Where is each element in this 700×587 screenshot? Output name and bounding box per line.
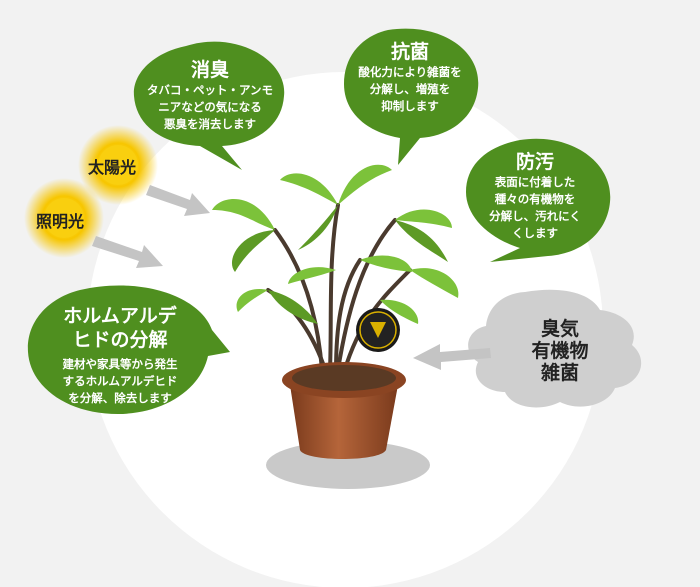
smell-organic: 有機物 — [531, 340, 589, 362]
deodorize-bubble — [133, 41, 285, 170]
formaldehyde-bubble — [27, 285, 231, 414]
smell-odor: 臭気 — [540, 318, 579, 340]
sun-icon — [24, 178, 104, 258]
deodorize-title: 消臭 — [190, 59, 229, 81]
arrow-icon — [413, 344, 491, 370]
sun-icon — [78, 125, 158, 205]
antifouling-body-line: 種々の有機物を — [494, 192, 576, 206]
antifouling-body-line: くします — [512, 226, 558, 240]
formaldehyde-body-line: 建材や家具等から発生 — [62, 357, 178, 371]
antibacterial-title: 抗菌 — [390, 41, 429, 63]
sunlight-label: 太陽光 — [88, 158, 137, 177]
antibacterial-text: 抗菌 酸化力により雑菌を 分解し、増殖を 抑制します — [345, 40, 475, 115]
formaldehyde-title-line: ホルムアルデ — [63, 305, 177, 327]
potted-plant-icon — [212, 164, 459, 324]
antibacterial-body-line: 抑制します — [381, 99, 439, 113]
antibacterial-bubble — [344, 28, 479, 166]
formaldehyde-body-line: するホルムアルデヒド — [62, 374, 178, 388]
deodorize-body-line: 悪臭を消去します — [164, 117, 256, 131]
formaldehyde-title-line: ヒドの分解 — [72, 329, 168, 351]
pot — [282, 362, 406, 459]
antibacterial-body-line: 分解し、増殖を — [369, 82, 451, 96]
smell-text: 臭気 有機物 雑菌 — [510, 318, 610, 384]
deodorize-text: 消臭 タバコ・ペット・アンモ ニアなどの気になる 悪臭を消去します — [140, 58, 280, 133]
arrow-icon — [92, 236, 163, 268]
antifouling-text: 防汚 表面に付着した 種々の有機物を 分解し、汚れにく くします — [470, 150, 600, 242]
photocatalyst-badge-icon — [356, 308, 400, 352]
antibacterial-body-line: 酸化力により雑菌を — [358, 65, 462, 79]
smell-cloud-icon — [468, 289, 642, 408]
deodorize-body-line: ニアなどの気になる — [158, 100, 262, 114]
formaldehyde-text: ホルムアルデ ヒドの分解 建材や家具等から発生 するホルムアルデヒド を分解、除… — [30, 304, 210, 407]
formaldehyde-body-line: を分解、除去します — [68, 391, 172, 405]
smell-bacteria: 雑菌 — [540, 362, 579, 384]
lighting-label: 照明光 — [36, 212, 85, 231]
antifouling-body-line: 表面に付着した — [494, 175, 576, 189]
arrow-icon — [146, 185, 210, 216]
antifouling-body-line: 分解し、汚れにく — [489, 209, 581, 223]
deodorize-body-line: タバコ・ペット・アンモ — [146, 83, 274, 97]
antifouling-bubble — [466, 138, 611, 262]
antifouling-title: 防汚 — [515, 151, 554, 173]
